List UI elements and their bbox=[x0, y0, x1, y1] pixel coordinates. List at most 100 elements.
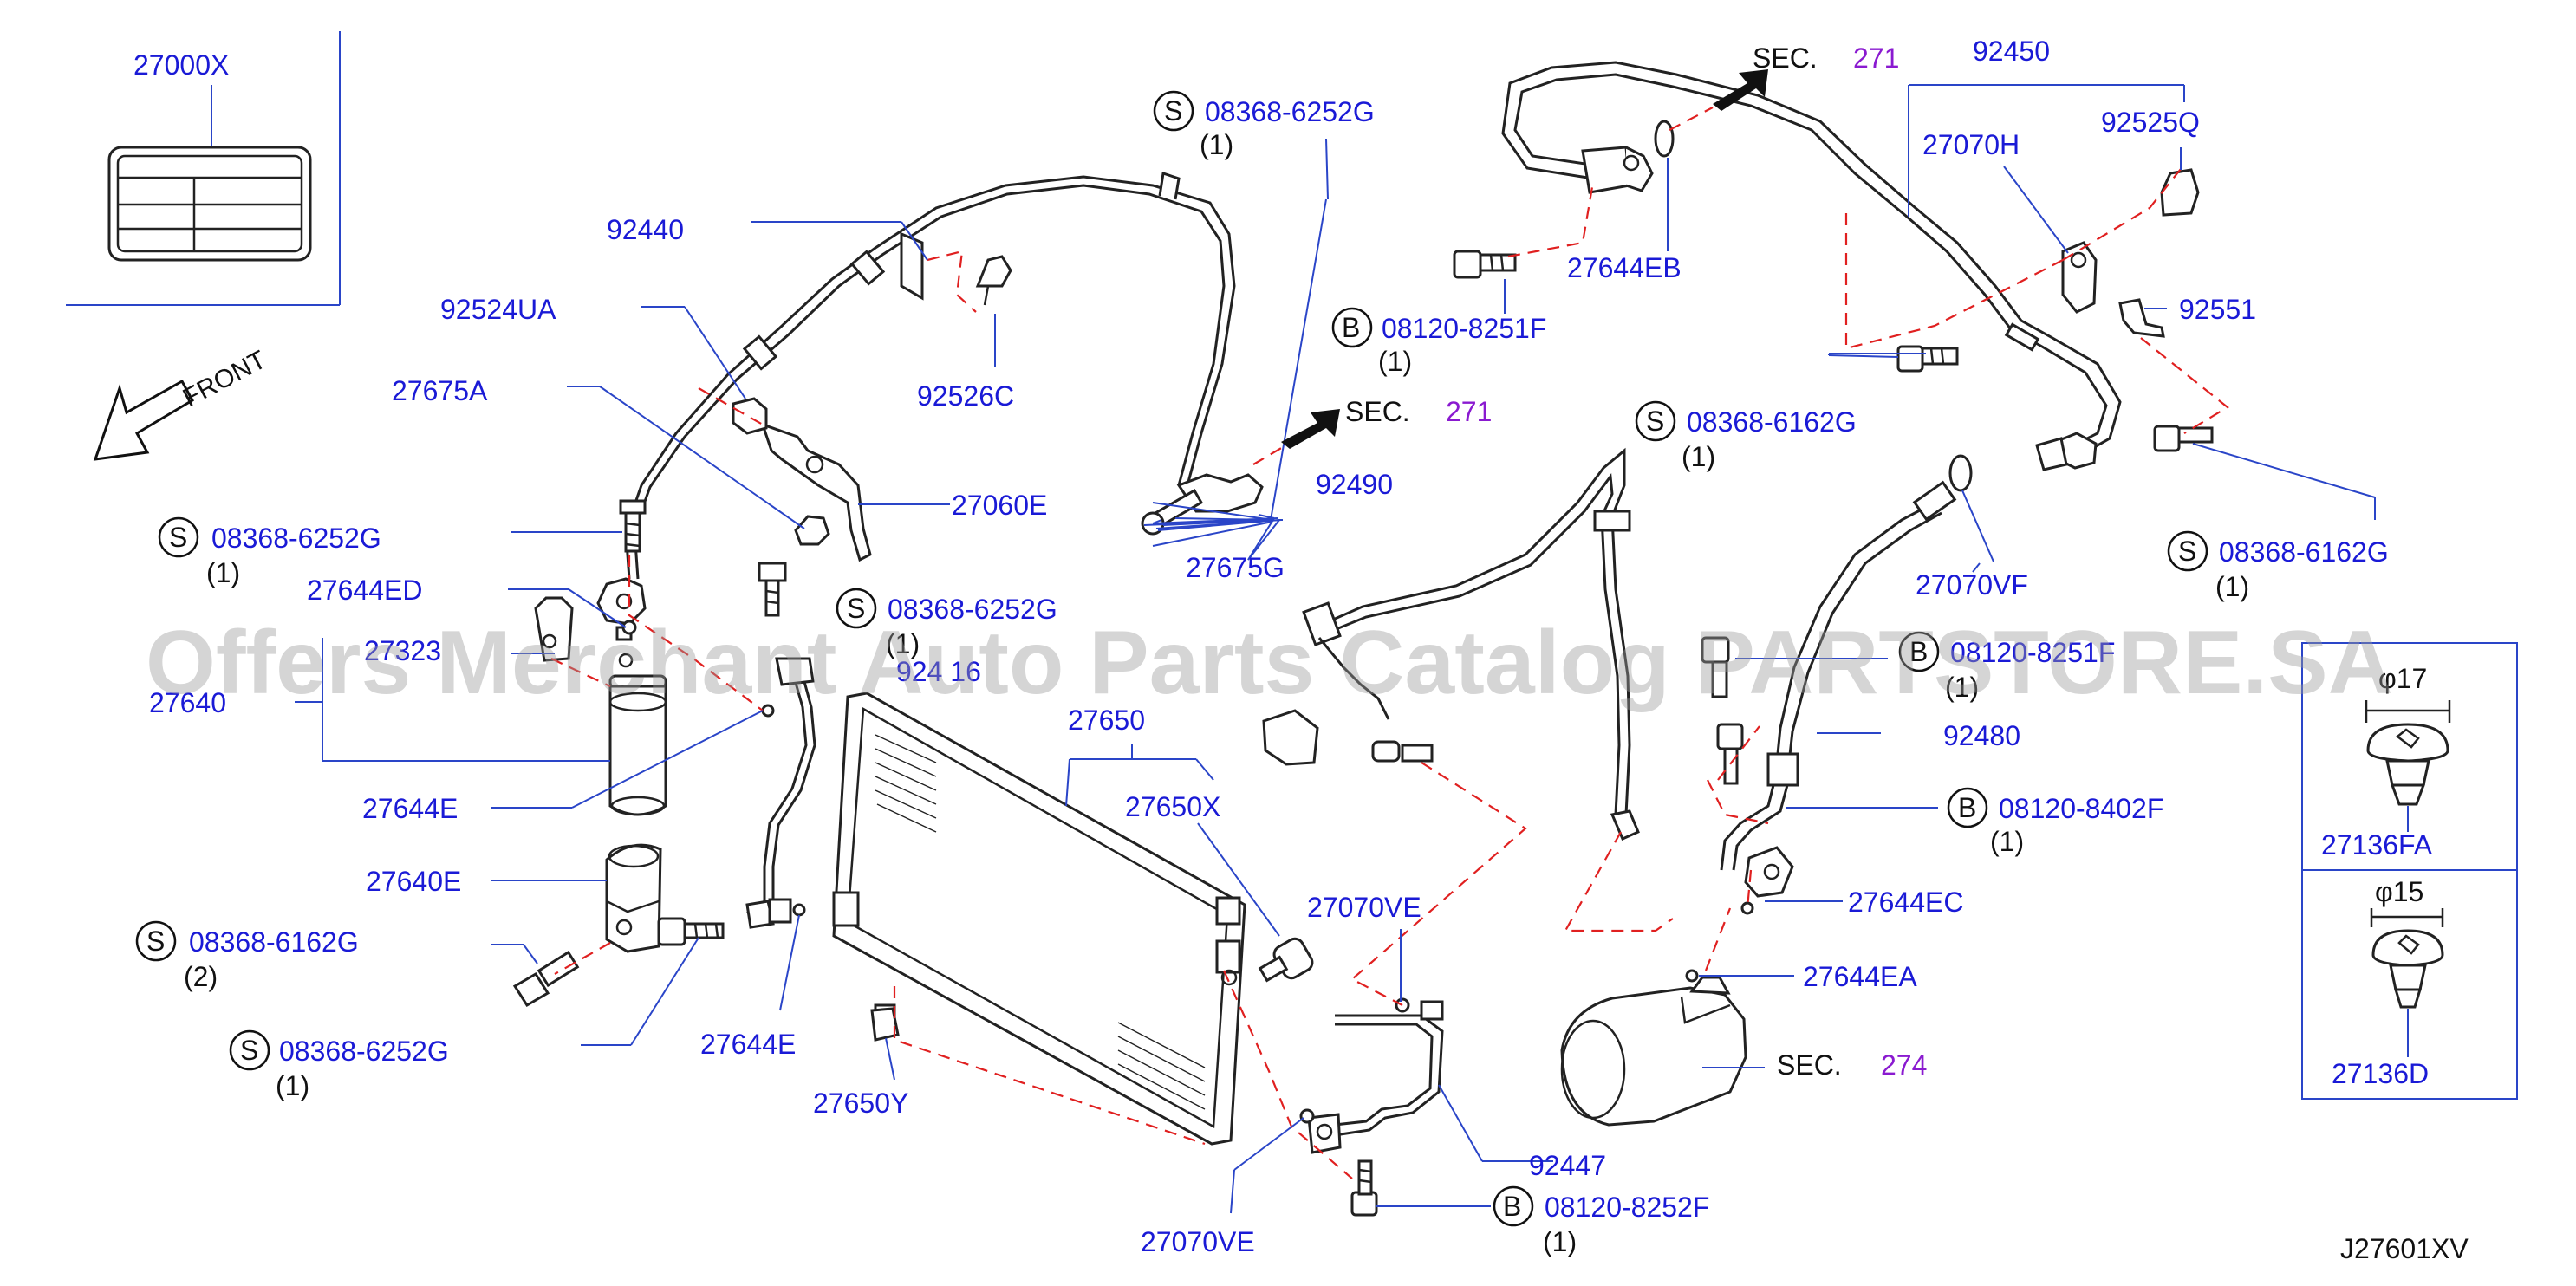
compressor-drawing bbox=[1560, 976, 1747, 1127]
fastener-7[interactable]: B 08120-8251F (1) bbox=[1331, 307, 1546, 377]
bracket-27070h bbox=[2061, 241, 2098, 314]
fastener-6[interactable]: B 08120-8252F (1) bbox=[1493, 1185, 1709, 1257]
part-92450[interactable]: 92450 bbox=[1973, 36, 2050, 67]
label-plate-drawing bbox=[107, 146, 312, 262]
part-92440[interactable]: 92440 bbox=[607, 214, 684, 245]
part-27070ve-bottom[interactable]: 27070VE bbox=[1141, 1226, 1255, 1257]
fastener-6-number: 08120-8252F bbox=[1545, 1192, 1709, 1223]
oring-27644eb bbox=[1654, 120, 1675, 158]
part-27644e-middle[interactable]: 27644E bbox=[700, 1029, 796, 1060]
oring-27070ve-b bbox=[1299, 1108, 1315, 1124]
bolt-left-top bbox=[619, 499, 647, 553]
part-92447[interactable]: 92447 bbox=[1529, 1150, 1606, 1181]
bolt-bottom bbox=[1350, 1159, 1378, 1217]
bolt-right-far bbox=[2153, 425, 2214, 452]
fastener-9[interactable]: S 08368-6162G (1) bbox=[2167, 530, 2389, 602]
oring-27644e bbox=[792, 903, 806, 917]
pipe-middle-left bbox=[745, 657, 816, 929]
fastener-10[interactable]: B 08120-8251F (1) bbox=[1898, 631, 2115, 703]
sec-number-3[interactable]: 274 bbox=[1881, 1049, 1927, 1081]
pipe-92440-drawing bbox=[596, 172, 1264, 641]
fastener-1[interactable]: S 08368-6252G (1) bbox=[1153, 90, 1375, 160]
clip-92525q bbox=[2160, 168, 2200, 217]
oring-27644ec bbox=[1740, 901, 1754, 915]
part-92526c[interactable]: 92526C bbox=[917, 380, 1014, 412]
bolt-top-right bbox=[1453, 250, 1517, 279]
oring-27644ed bbox=[621, 620, 637, 635]
fastener-4-qty: (2) bbox=[184, 961, 218, 992]
part-27000x[interactable]: 27000X bbox=[133, 49, 229, 81]
part-27136d[interactable]: 27136D bbox=[2332, 1058, 2429, 1089]
svg-text:B: B bbox=[1503, 1191, 1521, 1222]
dashed-guides bbox=[550, 164, 2229, 1179]
fastener-2[interactable]: S 08368-6252G (1) bbox=[158, 516, 381, 588]
svg-text:B: B bbox=[1958, 792, 1976, 823]
dim-phi15: φ15 bbox=[2375, 876, 2423, 907]
watermark: Offers Merchant Auto Parts Catalog PARTS… bbox=[146, 613, 2393, 713]
sec-number-2[interactable]: 271 bbox=[1446, 396, 1492, 427]
part-27060e[interactable]: 27060E bbox=[952, 490, 1047, 521]
fastener-11-number: 08120-8402F bbox=[1999, 793, 2163, 824]
svg-text:S: S bbox=[146, 926, 165, 957]
fastener-5-number: 08368-6252G bbox=[279, 1036, 449, 1067]
part-27070vf[interactable]: 27070VF bbox=[1916, 569, 2028, 601]
part-924-16[interactable]: 924 16 bbox=[896, 656, 981, 687]
bolt-right-b1 bbox=[1701, 636, 1730, 698]
cap-27650x bbox=[1258, 937, 1314, 983]
part-27644e-left[interactable]: 27644E bbox=[362, 793, 458, 824]
pipe-92447 bbox=[1307, 1000, 1444, 1154]
fastener-5[interactable]: S 08368-6252G (1) bbox=[229, 1029, 449, 1101]
svg-text:S: S bbox=[1646, 406, 1664, 437]
bolt-middle bbox=[657, 917, 725, 946]
fastener-4[interactable]: S 08368-6162G (2) bbox=[135, 920, 359, 992]
part-27070h[interactable]: 27070H bbox=[1922, 129, 2020, 160]
part-27650x[interactable]: 27650X bbox=[1125, 791, 1220, 822]
bolt-27640e bbox=[512, 950, 580, 1008]
part-27136fa[interactable]: 27136FA bbox=[2321, 829, 2433, 861]
hose-92450 bbox=[1501, 61, 2122, 471]
part-27675g[interactable]: 27675G bbox=[1186, 552, 1285, 583]
part-27644ed[interactable]: 27644ED bbox=[307, 575, 422, 606]
sec-number-1[interactable]: 271 bbox=[1853, 42, 1899, 74]
bolt-middle-top bbox=[758, 562, 787, 617]
part-27644eb[interactable]: 27644EB bbox=[1567, 252, 1682, 283]
part-92480[interactable]: 92480 bbox=[1943, 720, 2020, 751]
condenser-27650 bbox=[832, 692, 1246, 1146]
sec-label-2: SEC. bbox=[1345, 396, 1410, 427]
fastener-8-number: 08368-6162G bbox=[1687, 406, 1857, 438]
part-27070ve-top[interactable]: 27070VE bbox=[1307, 892, 1421, 923]
part-92524ua[interactable]: 92524UA bbox=[440, 294, 556, 325]
fastener-3[interactable]: S 08368-6252G (1) bbox=[836, 588, 1057, 659]
fastener-6-qty: (1) bbox=[1543, 1226, 1577, 1257]
fastener-4-number: 08368-6162G bbox=[189, 926, 359, 958]
front-label: FRONT bbox=[179, 346, 271, 413]
part-27675a[interactable]: 27675A bbox=[392, 375, 488, 406]
leader-lines bbox=[295, 84, 2376, 1214]
part-27323[interactable]: 27323 bbox=[364, 635, 441, 666]
hose-92480 bbox=[1720, 480, 1957, 898]
part-27640[interactable]: 27640 bbox=[149, 687, 226, 718]
part-92490[interactable]: 92490 bbox=[1316, 469, 1393, 500]
clip-92526c-drawing bbox=[975, 255, 1012, 306]
oring-27070vf bbox=[1948, 454, 1973, 492]
part-92551[interactable]: 92551 bbox=[2179, 294, 2256, 325]
part-92525q[interactable]: 92525Q bbox=[2101, 107, 2200, 138]
dim-phi17: φ17 bbox=[2378, 663, 2427, 694]
sec-label-1: SEC. bbox=[1753, 42, 1818, 74]
front-arrow: FRONT bbox=[93, 346, 271, 461]
part-27650y[interactable]: 27650Y bbox=[813, 1088, 908, 1119]
fastener-7-number: 08120-8251F bbox=[1382, 313, 1546, 344]
fastener-8[interactable]: S 08368-6162G (1) bbox=[1635, 400, 1857, 472]
fastener-11[interactable]: B 08120-8402F (1) bbox=[1947, 787, 2163, 857]
part-27640e[interactable]: 27640E bbox=[366, 866, 461, 897]
part-27644ea[interactable]: 27644EA bbox=[1803, 961, 1917, 992]
fastener-11-qty: (1) bbox=[1990, 826, 2024, 857]
sec-271-arrow-mid bbox=[1252, 409, 1340, 465]
fastener-5-qty: (1) bbox=[276, 1070, 309, 1101]
svg-text:S: S bbox=[2178, 536, 2196, 567]
part-27644ec[interactable]: 27644EC bbox=[1848, 887, 1963, 918]
svg-text:S: S bbox=[169, 522, 187, 553]
fastener-2-qty: (1) bbox=[206, 557, 240, 588]
part-27650[interactable]: 27650 bbox=[1068, 705, 1145, 736]
